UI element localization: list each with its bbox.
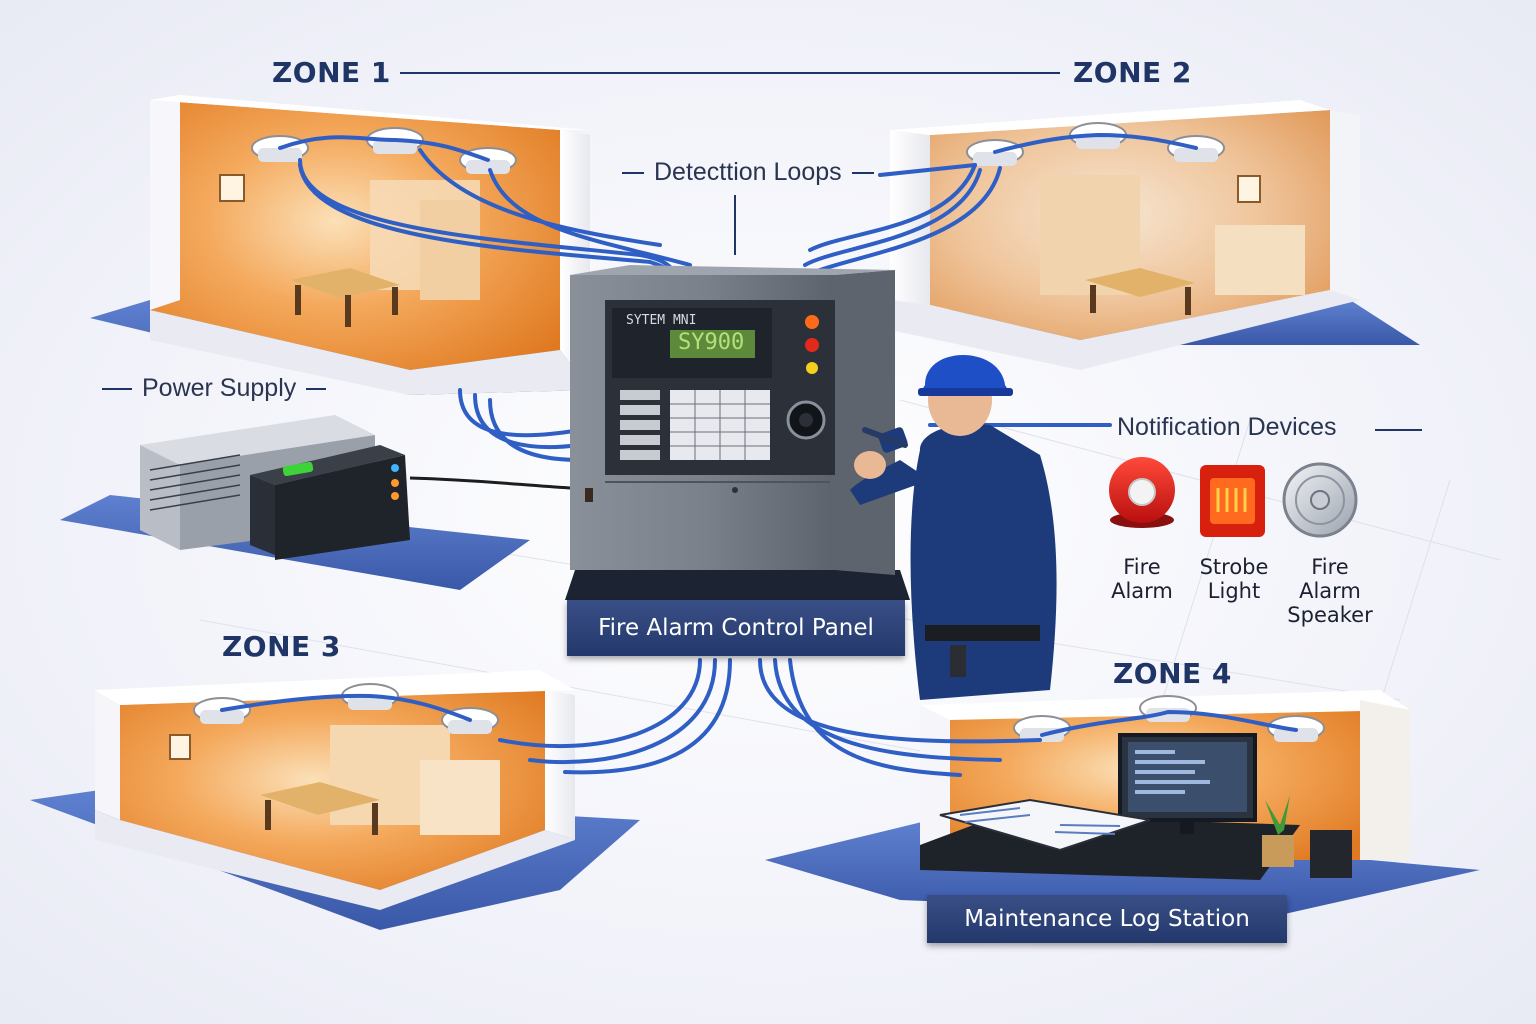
fire-alarm-label-line1: Fire <box>1123 555 1161 579</box>
speaker-label-line2: Alarm <box>1299 579 1361 603</box>
panel-screen-header: SYTEM MNI <box>626 313 697 328</box>
zone-4-title: ZONE 4 <box>1113 657 1232 690</box>
strobe-light-label-line1: Strobe <box>1199 555 1269 579</box>
strobe-light-label-line2: Light <box>1207 579 1261 603</box>
speaker-label-line1: Fire <box>1311 555 1349 579</box>
power-supply-label: Power Supply <box>92 374 336 403</box>
maintenance-station-banner: Maintenance Log Station <box>927 895 1287 943</box>
fire-alarm-label: Fire Alarm <box>1100 555 1184 603</box>
strobe-light-icon <box>1200 465 1265 537</box>
panel-screen-value: SY900 <box>678 330 745 355</box>
control-panel-cabinet <box>565 265 910 600</box>
power-supply-unit <box>60 415 571 590</box>
speaker-icon <box>1282 462 1358 538</box>
speaker-label: Fire Alarm Speaker <box>1280 555 1380 627</box>
notification-devices-label: Notification Devices <box>1117 413 1337 441</box>
zone-1-room <box>90 95 590 395</box>
fire-alarm-label-line2: Alarm <box>1111 579 1173 603</box>
control-panel-banner: Fire Alarm Control Panel <box>567 600 905 656</box>
fire-alarm-bell-icon <box>1109 457 1175 528</box>
strobe-light-label: Strobe Light <box>1190 555 1278 603</box>
technician-figure <box>850 355 1057 700</box>
detection-loops-text: Detecttion Loops <box>654 158 842 186</box>
detection-loops-label: Detecttion Loops <box>612 158 884 187</box>
zone-1-title: ZONE 1 <box>272 56 391 89</box>
speaker-label-line3: Speaker <box>1287 603 1373 627</box>
zone-3-room <box>30 670 640 930</box>
zone-2-room <box>890 100 1420 370</box>
zone-4-room <box>765 690 1480 915</box>
zone-3-title: ZONE 3 <box>222 630 341 663</box>
zone-2-title: ZONE 2 <box>1073 56 1192 89</box>
power-supply-text: Power Supply <box>142 374 297 402</box>
